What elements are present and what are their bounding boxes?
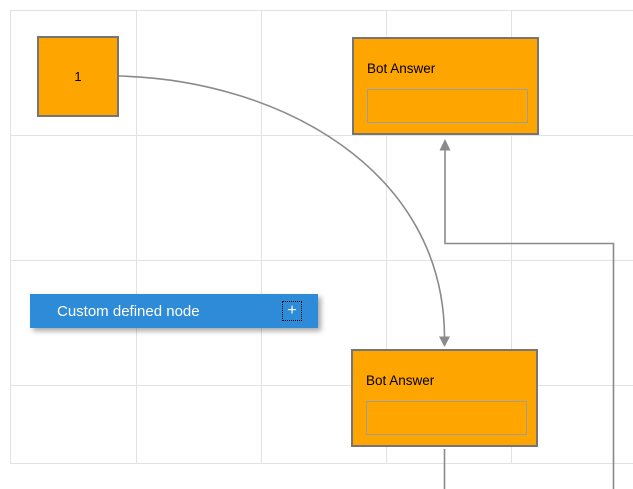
node-start-square[interactable]: 1 bbox=[37, 36, 119, 117]
bot-answer-title: Bot Answer bbox=[367, 61, 436, 76]
plus-icon: + bbox=[287, 302, 297, 319]
bot-answer-input[interactable] bbox=[366, 401, 527, 435]
node-custom-defined[interactable]: Custom defined node + bbox=[30, 294, 318, 328]
node-start-label: 1 bbox=[74, 69, 82, 84]
node-bot-answer-bottom[interactable]: Bot Answer bbox=[351, 349, 538, 447]
add-port-button[interactable]: + bbox=[282, 301, 302, 321]
node-bot-answer-top[interactable]: Bot Answer bbox=[352, 37, 539, 135]
bot-answer-input[interactable] bbox=[367, 89, 528, 123]
bot-answer-title: Bot Answer bbox=[366, 373, 435, 388]
custom-node-label: Custom defined node bbox=[57, 302, 200, 320]
arrowhead-down-icon bbox=[439, 336, 450, 347]
arrowhead-up-icon bbox=[439, 139, 451, 151]
